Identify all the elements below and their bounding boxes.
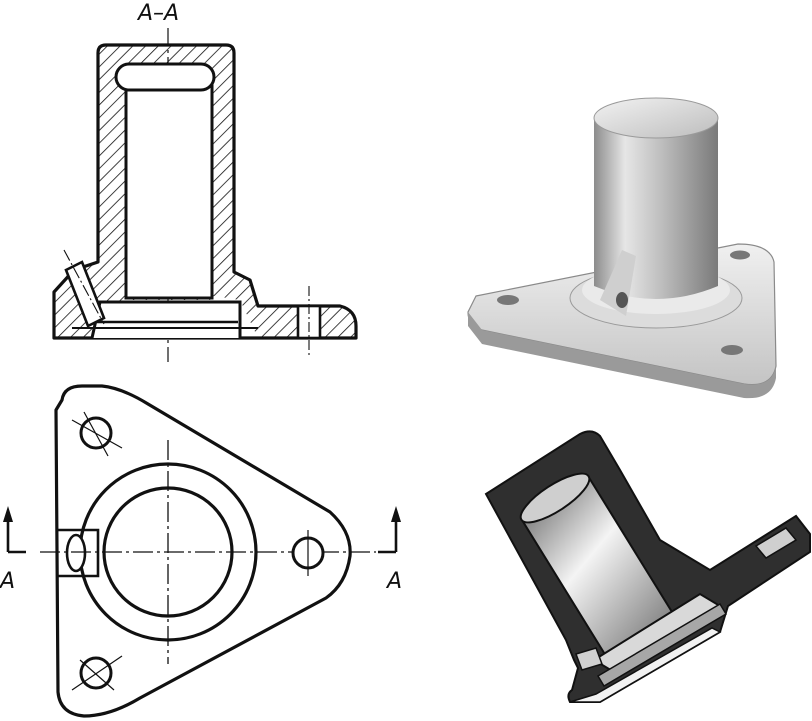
hole-right xyxy=(291,530,325,576)
cut-marker-left xyxy=(3,506,26,554)
section-view-a-a: A–A xyxy=(52,1,358,362)
iso-hole-left xyxy=(497,295,519,305)
cut-label-right: A xyxy=(385,569,402,594)
counterbore xyxy=(90,300,242,339)
cut-label-left: A xyxy=(0,569,15,594)
top-slot xyxy=(114,62,216,92)
iso-plate-edge xyxy=(468,312,776,399)
section-title: A–A xyxy=(136,1,179,26)
side-hole xyxy=(65,533,87,573)
section-outline xyxy=(52,43,358,340)
iso-section-flange-step xyxy=(596,602,728,688)
iso-section-top-slot xyxy=(519,472,591,524)
iso-cylinder-top xyxy=(593,97,719,139)
iso-hole-front xyxy=(721,345,743,355)
cut-marker-right xyxy=(378,506,401,554)
hole-bottom-left xyxy=(71,655,123,691)
side-boss xyxy=(56,528,100,578)
iso-section-boss xyxy=(754,527,798,559)
section-hatching xyxy=(54,45,300,338)
isometric-solid-view xyxy=(467,97,777,399)
iso-section-base-face xyxy=(569,627,722,703)
hole-top-left xyxy=(71,411,123,457)
top-view: A A xyxy=(0,384,402,718)
iso-side-hole xyxy=(616,292,628,308)
boss-hatching xyxy=(320,306,356,338)
inclined-hole xyxy=(64,260,106,328)
iso-section-inclined-hole xyxy=(575,647,603,671)
isometric-section-view xyxy=(484,430,811,703)
inclined-hole-axis xyxy=(63,249,105,325)
iso-hole-back xyxy=(730,250,750,260)
iso-section-body xyxy=(484,430,811,703)
inner-bore xyxy=(124,84,214,300)
